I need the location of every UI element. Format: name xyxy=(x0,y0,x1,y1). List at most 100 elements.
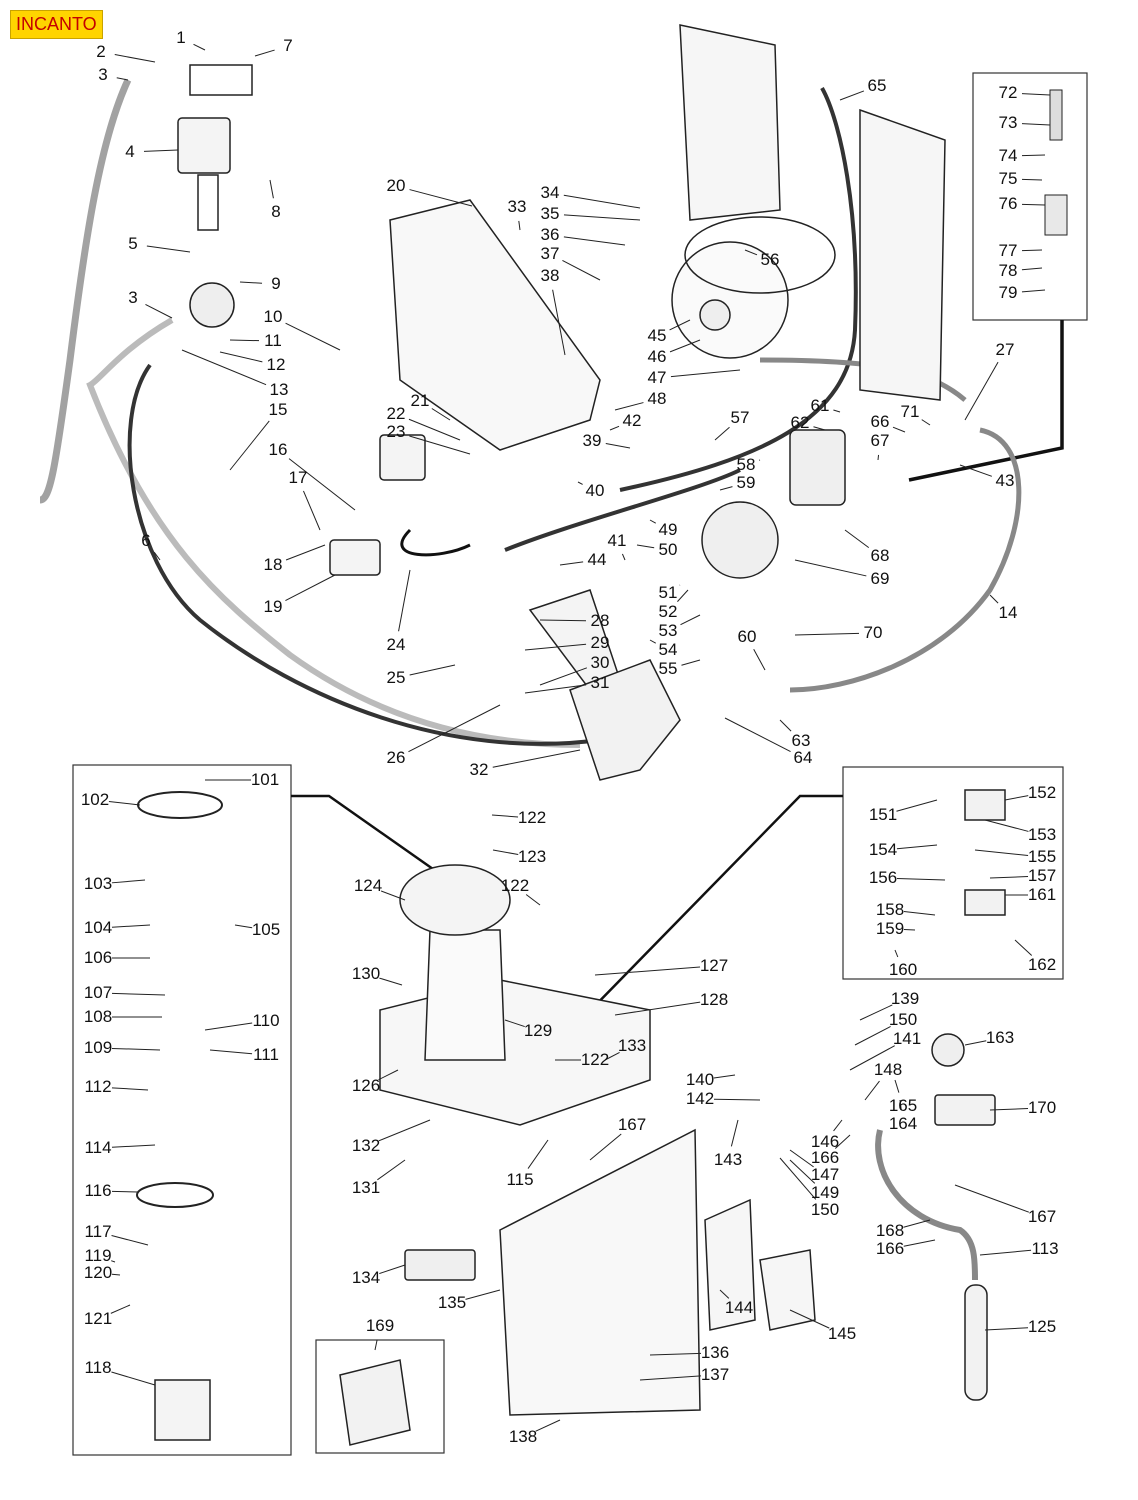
leader-line-57 xyxy=(714,426,730,441)
leader-line-78 xyxy=(1021,267,1043,271)
valve-kit-connector xyxy=(908,320,1064,482)
callout-132: 132 xyxy=(351,1136,381,1155)
leader-line-50 xyxy=(636,544,655,549)
leader-line-3 xyxy=(116,77,129,81)
callout-75: 75 xyxy=(998,169,1018,188)
leader-line-24 xyxy=(398,569,411,632)
gear-46 xyxy=(671,241,789,359)
leader-line-155 xyxy=(974,849,1029,857)
gear-46-hub xyxy=(699,299,731,331)
bracket-7 xyxy=(189,64,253,96)
callout-45: 45 xyxy=(647,326,667,345)
callout-122: 122 xyxy=(500,876,530,895)
callout-126: 126 xyxy=(351,1076,381,1095)
leader-line-62 xyxy=(813,426,826,431)
callout-38: 38 xyxy=(540,266,560,285)
leader-line-136 xyxy=(649,1352,702,1356)
leader-line-39 xyxy=(605,443,631,449)
hose-57 xyxy=(504,468,741,552)
leader-line-68 xyxy=(844,529,870,549)
callout-139: 139 xyxy=(890,989,920,1008)
leader-line-52 xyxy=(677,589,689,602)
callout-15: 15 xyxy=(268,400,288,419)
leader-line-20 xyxy=(409,189,473,207)
callout-40: 40 xyxy=(585,481,605,500)
leader-line-8 xyxy=(269,179,274,199)
callout-67: 67 xyxy=(870,431,890,450)
callout-149: 149 xyxy=(810,1183,840,1202)
leader-line-166 xyxy=(834,1134,851,1149)
callout-135: 135 xyxy=(437,1293,467,1312)
callout-64: 64 xyxy=(793,748,813,767)
callout-154: 154 xyxy=(868,840,898,859)
leader-line-158 xyxy=(903,911,936,916)
callout-1: 1 xyxy=(176,28,186,47)
leader-line-1 xyxy=(193,43,206,51)
leader-line-123 xyxy=(492,849,519,856)
callout-32: 32 xyxy=(469,760,489,779)
callout-122: 122 xyxy=(580,1050,610,1069)
callout-129: 129 xyxy=(523,1021,553,1040)
callout-79: 79 xyxy=(998,283,1018,302)
leader-line-146 xyxy=(833,1119,843,1132)
leader-line-43 xyxy=(959,464,992,477)
leader-line-75 xyxy=(1021,178,1043,181)
leader-line-113 xyxy=(979,1249,1032,1256)
leader-line-157 xyxy=(989,876,1029,879)
hose-65 xyxy=(619,87,858,492)
callout-121: 121 xyxy=(83,1309,113,1328)
callout-104: 104 xyxy=(83,918,113,937)
leader-line-71 xyxy=(921,419,931,426)
callout-49: 49 xyxy=(658,520,678,539)
callout-3: 3 xyxy=(128,288,138,307)
leader-line-128 xyxy=(614,1001,701,1016)
callout-70: 70 xyxy=(863,623,883,642)
leader-line-153 xyxy=(984,819,1029,832)
leader-line-110 xyxy=(204,1022,253,1031)
leader-line-63 xyxy=(779,719,792,732)
leader-line-70 xyxy=(794,632,860,636)
leader-line-76 xyxy=(1021,203,1046,206)
callout-73: 73 xyxy=(998,113,1018,132)
hose-14 xyxy=(789,427,1022,693)
leader-line-115 xyxy=(527,1139,549,1169)
leader-line-122 xyxy=(525,894,541,906)
leader-line-9 xyxy=(239,281,263,284)
callout-105: 105 xyxy=(251,920,281,939)
callout-61: 61 xyxy=(810,396,830,415)
callout-18: 18 xyxy=(263,555,283,574)
leader-line-47 xyxy=(670,369,741,378)
callout-13: 13 xyxy=(269,380,289,399)
leader-line-5 xyxy=(146,245,191,253)
leader-line-67 xyxy=(877,454,880,461)
base-131 xyxy=(379,979,651,1126)
callout-111: 111 xyxy=(253,1045,279,1064)
leader-line-33 xyxy=(518,220,521,231)
callout-133: 133 xyxy=(617,1036,647,1055)
callout-33: 33 xyxy=(507,197,527,216)
leader-line-111 xyxy=(209,1049,253,1055)
callout-27: 27 xyxy=(995,340,1015,359)
leader-line-66 xyxy=(892,426,906,433)
callout-24: 24 xyxy=(386,635,406,654)
leader-line-168 xyxy=(903,1219,931,1228)
callout-62: 62 xyxy=(790,413,810,432)
callout-68: 68 xyxy=(870,546,890,565)
part-161 xyxy=(964,889,1006,916)
callout-52: 52 xyxy=(658,602,678,621)
pump-9 xyxy=(189,282,235,328)
leader-line-107 xyxy=(111,992,166,996)
callout-143: 143 xyxy=(713,1150,743,1169)
callout-69: 69 xyxy=(870,569,890,588)
leader-line-44 xyxy=(559,561,584,566)
callout-21: 21 xyxy=(410,391,430,410)
callout-108: 108 xyxy=(83,1007,113,1026)
callout-36: 36 xyxy=(540,225,560,244)
leader-line-41 xyxy=(621,553,626,561)
leader-line-147 xyxy=(789,1149,814,1168)
doser-169 xyxy=(339,1359,411,1446)
callout-31: 31 xyxy=(590,673,610,692)
callout-58: 58 xyxy=(736,455,756,474)
leader-line-28 xyxy=(539,619,587,622)
